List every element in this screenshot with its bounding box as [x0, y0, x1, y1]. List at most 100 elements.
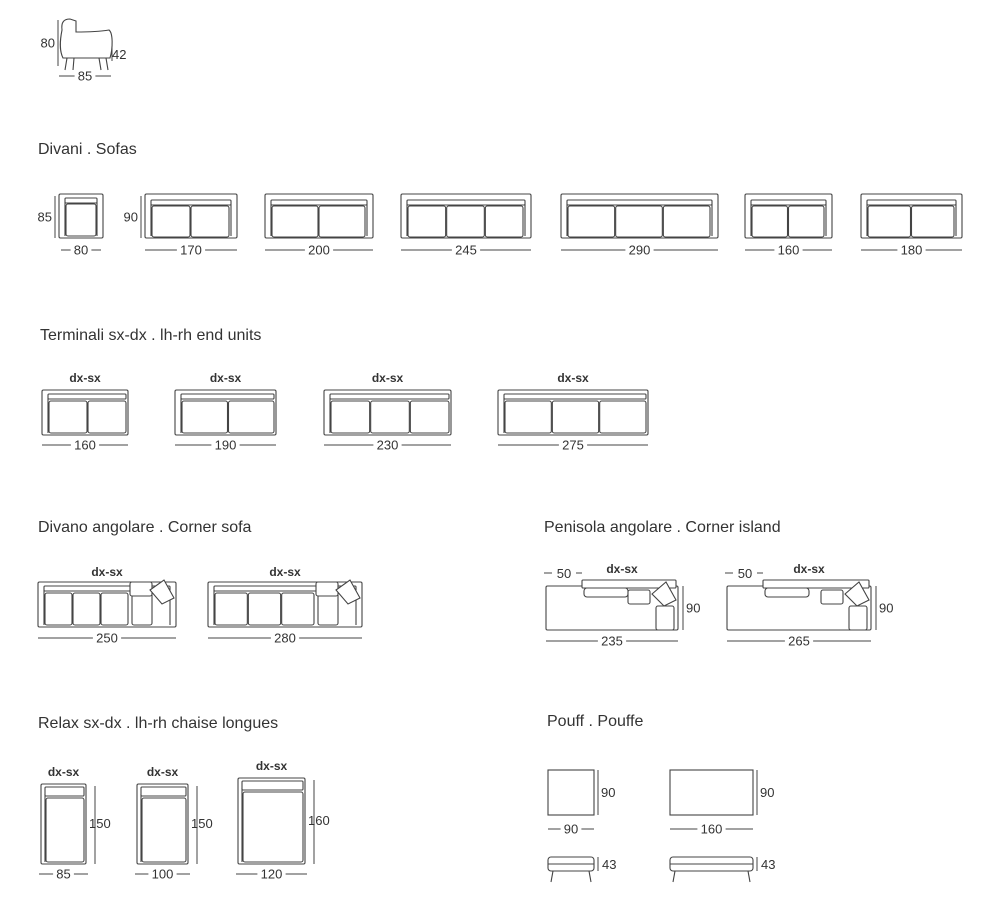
armchair-leg [105, 57, 109, 71]
pouffe-leg [672, 870, 676, 883]
corner-island-corner-cushion [820, 589, 844, 605]
sofa-width-dim-value: 200 [308, 243, 330, 258]
chaise-backrest [140, 786, 187, 797]
sofa-seat-cushion [751, 205, 789, 238]
sofa-width-dim-value: 290 [629, 243, 651, 258]
corner-island-offset-value: 50 [557, 566, 571, 581]
corner-sofa-width-dim-value: 280 [274, 631, 296, 646]
chaise-backrest [241, 780, 304, 791]
sofa-depth-dim-value: 85 [38, 210, 52, 225]
pouffe-width-dim-value: 90 [564, 822, 578, 837]
corner-island-back-cushion [583, 587, 629, 598]
corner-sofa-seat-cushion [214, 592, 248, 626]
end-unit-width-dim-value: 160 [74, 438, 96, 453]
corner-island-depth-dim-value: 90 [879, 601, 893, 616]
sofa-width-dim-value: 180 [901, 243, 923, 258]
end-unit-backrest [503, 393, 647, 400]
sofa-width-dim-value: 80 [74, 243, 88, 258]
end-unit-backrest [329, 393, 450, 400]
sofa-backrest [750, 199, 827, 206]
pouffe-leg [747, 870, 751, 883]
corner-island-backrest [762, 579, 870, 589]
section-title-corner-sofa: Divano angolare . Corner sofa [38, 519, 252, 536]
corner-island-width-dim-value: 265 [788, 634, 810, 649]
corner-sofa-corner-seat [131, 592, 153, 626]
corner-sofa-corner-seat [317, 592, 339, 626]
sofa-seat-cushion [190, 205, 230, 238]
corner-island-angled-cushion [844, 581, 870, 607]
sofa-seat-cushion [484, 205, 524, 238]
chaise-width-dim-value: 100 [152, 867, 174, 882]
section-title-sofas: Divani . Sofas [38, 141, 137, 158]
end-unit-seat-cushion [181, 400, 229, 434]
end-unit-orientation-label: dx-sx [557, 371, 589, 385]
end-unit-orientation-label: dx-sx [210, 371, 242, 385]
end-unit-seat-cushion [504, 400, 552, 434]
corner-island-backrest [581, 579, 677, 589]
section-title-corner-island: Penisola angolare . Corner island [544, 519, 781, 536]
sofa-depth-dim-value: 90 [124, 210, 138, 225]
armchair-seat-height-value: 42 [112, 47, 126, 62]
armchair-width-dim-value: 85 [78, 69, 92, 84]
end-unit-seat-cushion [330, 400, 371, 434]
end-unit-seat-cushion [87, 400, 127, 434]
corner-sofa-seat-cushion [100, 592, 129, 626]
chaise-seat-cushion [45, 797, 85, 863]
sofa-backrest [866, 199, 957, 206]
corner-island-back-cushion [764, 587, 810, 598]
sofa-backrest [150, 199, 232, 206]
sofa-seat-cushion [787, 205, 825, 238]
pouffe-plan [669, 769, 754, 816]
end-unit-seat-cushion [599, 400, 647, 434]
corner-sofa-angled-cushion [149, 579, 175, 605]
sofa-1: 80 85 [38, 193, 104, 258]
sofa-seat-cushion [910, 205, 955, 238]
corner-island-offset-value: 50 [738, 566, 752, 581]
sofa-seat-cushion [662, 205, 711, 238]
sofa-5: 290 [560, 193, 719, 258]
armchair-leg [64, 57, 68, 71]
pouffe-height-value: 43 [761, 857, 775, 872]
chaise-1: dx-sx 85 150 [39, 765, 111, 882]
end-unit-seat-cushion [48, 400, 88, 434]
chaise-orientation-label: dx-sx [48, 765, 80, 779]
chaise-length-value: 160 [308, 813, 330, 828]
armchair-leg [98, 57, 102, 71]
section-title-pouffe: Pouff . Pouffe [547, 713, 644, 730]
sofa-seat-cushion [446, 205, 485, 238]
corner-island-corner-cushion [627, 589, 651, 605]
end-unit-width-dim-value: 230 [377, 438, 399, 453]
armchair-leg [72, 57, 75, 71]
corner-sofa-orientation-label: dx-sx [269, 565, 301, 579]
end-unit-seat-cushion [227, 400, 275, 434]
sofa-7: 180 [860, 193, 963, 258]
armchair-body [59, 18, 113, 59]
corner-island-side-seat [848, 605, 868, 631]
sofa-backrest [406, 199, 526, 206]
sofa-seat-cushion [271, 205, 319, 238]
chaise-length-value: 150 [191, 816, 213, 831]
sofa-4: 245 [400, 193, 532, 258]
sofa-seat-cushion [867, 205, 912, 238]
pouffe-leg [588, 870, 592, 883]
chaise-length-value: 150 [89, 816, 111, 831]
pouffe-1: 90 90 43 [547, 769, 616, 883]
chaise-seat-cushion [141, 797, 187, 863]
end-unit-seat-cushion [409, 400, 450, 434]
chaise-width-dim-value: 85 [56, 867, 70, 882]
corner-island-angled-cushion [651, 581, 677, 607]
end-unit-seat-cushion [370, 400, 410, 434]
corner-sofa-orientation-label: dx-sx [91, 565, 123, 579]
pouffe-depth-dim-value: 90 [601, 785, 615, 800]
pouffe-height-value: 43 [602, 857, 616, 872]
